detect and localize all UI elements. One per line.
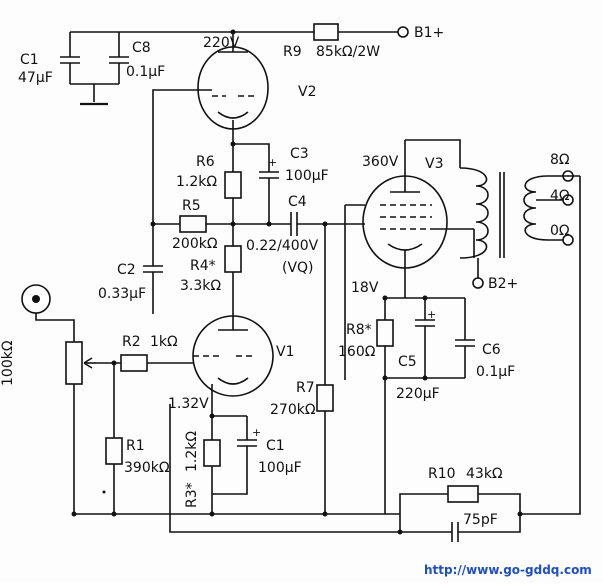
- feedback-cap-value: 75pF: [463, 512, 498, 528]
- v3-label: V3: [425, 156, 443, 172]
- r6-value: 1.2kΩ: [176, 174, 217, 190]
- v1-label: V1: [276, 344, 294, 360]
- r3-c1: +: [203, 416, 261, 514]
- v2-label: V2: [298, 84, 316, 100]
- c1-value: 100μF: [258, 460, 302, 476]
- r10-resistor: [447, 485, 479, 503]
- r5-resistor: [179, 215, 207, 233]
- svg-text:+: +: [252, 426, 261, 439]
- r6-resistor: [224, 171, 242, 199]
- c2-label: C2: [117, 262, 136, 278]
- v3-voltage: 360V: [362, 154, 399, 170]
- c8-label: C8: [132, 40, 151, 56]
- r3-value: 1.2kΩ: [184, 431, 200, 472]
- v3-cathode-network: +: [376, 297, 475, 514]
- v3-cathode-voltage: 18V: [351, 280, 379, 296]
- r7-resistor: [316, 384, 334, 412]
- c4-value: 0.22/400V: [246, 238, 319, 254]
- supply-filter: [60, 23, 409, 106]
- r10-value: 43kΩ: [466, 466, 503, 482]
- r5-label: R5: [182, 198, 201, 214]
- r10-label: R10: [428, 466, 456, 482]
- v2-voltage: 220V: [203, 35, 240, 51]
- r1-value: 390kΩ: [124, 460, 170, 476]
- svg-text:+: +: [268, 156, 277, 169]
- tap-8-label: 8Ω: [550, 152, 570, 168]
- r7-label: R7: [296, 380, 315, 396]
- r4-resistor: [224, 245, 242, 273]
- svg-text:+: +: [427, 308, 436, 321]
- r5-value: 200kΩ: [172, 236, 218, 252]
- output-transformer: [459, 167, 581, 500]
- r8-label: R8*: [346, 322, 372, 338]
- volume-pot[interactable]: [65, 341, 83, 385]
- b2-terminal[interactable]: [472, 277, 484, 289]
- c1-top-label: C1: [20, 52, 39, 68]
- c1-top-value: 47μF: [18, 70, 53, 86]
- r9-value: 85kΩ/2W: [316, 44, 380, 60]
- c5-value: 220μF: [396, 386, 440, 402]
- r7-value: 270kΩ: [270, 402, 316, 418]
- c6-label: C6: [482, 342, 501, 358]
- input-stage: [21, 284, 193, 514]
- r5-c4: [153, 204, 365, 380]
- r8-value: 160Ω: [338, 344, 376, 360]
- c2-value: 0.33μF: [98, 286, 146, 302]
- r6-c3: +: [224, 143, 279, 224]
- v1-tube: [192, 315, 274, 397]
- r6-label: R6: [196, 154, 215, 170]
- b1-terminal[interactable]: [397, 26, 409, 38]
- v1-cathode-voltage: 1.32V: [168, 396, 209, 412]
- c4-note: (VQ): [282, 260, 314, 276]
- c5-label: C5: [398, 354, 417, 370]
- r8-resistor: [376, 319, 394, 347]
- r9-resistor: [313, 23, 339, 41]
- c4-label: C4: [288, 194, 307, 210]
- r2-resistor: [120, 354, 148, 372]
- r1-resistor: [105, 437, 123, 465]
- tap-4-terminal[interactable]: [562, 194, 574, 206]
- c1-label: C1: [266, 438, 285, 454]
- r9-label: R9: [283, 44, 302, 60]
- r2-label: R2: [122, 334, 141, 350]
- v3-tube: [362, 139, 474, 298]
- pot-value: 100kΩ: [0, 340, 16, 386]
- r3-resistor: [203, 439, 221, 467]
- c2-capacitor: [143, 224, 163, 314]
- tap-0-label: 0Ω: [550, 223, 570, 239]
- c6-value: 0.1μF: [476, 364, 515, 380]
- r3-label: R3*: [184, 482, 200, 508]
- c3-value: 100μF: [285, 168, 329, 184]
- b1-label: B1+: [414, 25, 444, 41]
- source-url[interactable]: http://www.go-gddq.com: [424, 563, 592, 577]
- c8-value: 0.1μF: [126, 64, 165, 80]
- r1-label: R1: [126, 438, 145, 454]
- r4-label: R4*: [190, 258, 216, 274]
- r2-value: 1kΩ: [150, 334, 178, 350]
- v2-tube: [197, 32, 269, 144]
- r4-value: 3.3kΩ: [180, 278, 221, 294]
- b2-label: B2+: [488, 276, 518, 292]
- tap-4-label: 4Ω: [550, 188, 570, 204]
- c3-label: C3: [290, 146, 309, 162]
- tap-0-terminal[interactable]: [562, 234, 574, 246]
